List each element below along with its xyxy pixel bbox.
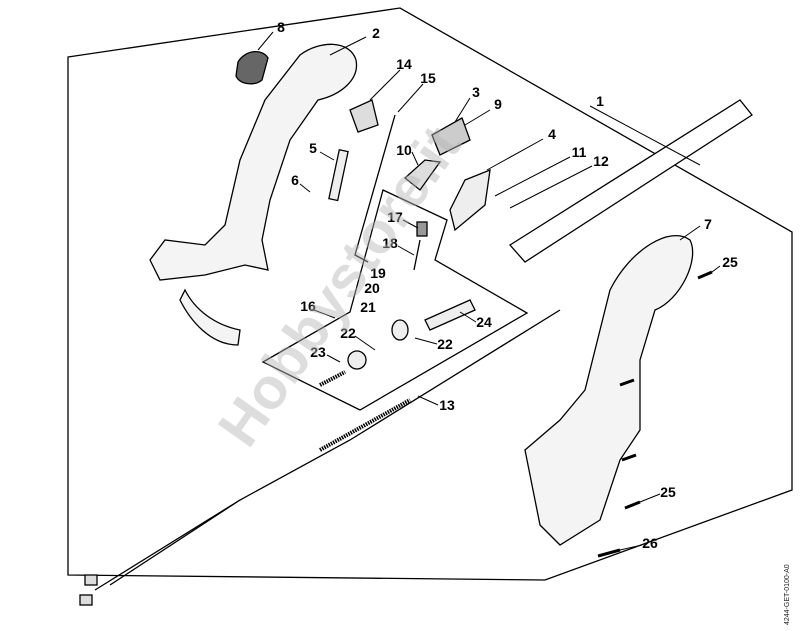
part-label-25: 25 <box>660 484 676 500</box>
part-label-2: 2 <box>372 25 380 41</box>
screw-part <box>597 548 621 558</box>
drawing-code: 4244-GET-0100-A0 <box>784 564 791 625</box>
part-label-14: 14 <box>396 56 412 72</box>
handle-grip-part <box>179 288 241 346</box>
screw-part <box>697 270 713 280</box>
part-label-20: 20 <box>364 280 380 296</box>
part-label-26: 26 <box>642 535 658 551</box>
part-label-1: 1 <box>596 93 604 109</box>
cable-connector <box>79 594 93 606</box>
part-label-5: 5 <box>309 140 317 156</box>
part-label-11: 11 <box>572 144 587 160</box>
part-label-4: 4 <box>548 126 556 142</box>
handle-cover-part <box>524 234 694 546</box>
part-label-22: 22 <box>340 325 356 341</box>
lever-part <box>349 99 379 133</box>
part-label-15: 15 <box>420 70 436 86</box>
part-label-17: 17 <box>387 209 403 225</box>
part-label-24: 24 <box>476 314 492 330</box>
bushing-part <box>347 350 367 370</box>
part-label-19: 19 <box>370 265 386 281</box>
part-label-13: 13 <box>439 397 455 413</box>
cable-spring <box>319 398 411 452</box>
switch-lever-part <box>449 168 491 232</box>
part-label-25: 25 <box>722 254 738 270</box>
shaft-part <box>424 299 476 331</box>
part-label-6: 6 <box>291 172 299 188</box>
part-label-10: 10 <box>396 142 412 158</box>
leader-lines <box>257 31 721 551</box>
sleeve-part <box>391 319 409 341</box>
handle-housing-part <box>149 43 358 281</box>
part-label-21: 21 <box>360 299 376 315</box>
screw-part <box>621 453 637 462</box>
part-label-3: 3 <box>472 84 480 100</box>
assembly-frame <box>67 7 793 581</box>
part-label-16: 16 <box>300 298 316 314</box>
throttle-cable-part <box>109 309 561 586</box>
bracket-part <box>431 117 471 156</box>
spring-23-part <box>319 370 346 387</box>
part-label-8: 8 <box>277 19 285 35</box>
cable-wire <box>94 499 241 591</box>
part-label-23: 23 <box>310 344 326 360</box>
knob-part <box>235 51 269 85</box>
rod-part <box>354 114 396 263</box>
part-label-9: 9 <box>494 96 502 112</box>
pin-part <box>413 239 421 271</box>
trigger-part <box>328 148 349 202</box>
screw-part <box>624 500 641 510</box>
subassembly-frame-16 <box>261 189 529 411</box>
latch-part <box>403 159 442 191</box>
spring-part <box>416 221 428 237</box>
cable-connector <box>84 574 98 586</box>
part-label-7: 7 <box>704 216 712 232</box>
part-label-22: 22 <box>437 336 453 352</box>
screw-part <box>619 378 635 387</box>
part-label-12: 12 <box>593 153 609 169</box>
tube-part <box>509 99 753 263</box>
part-label-18: 18 <box>382 235 398 251</box>
